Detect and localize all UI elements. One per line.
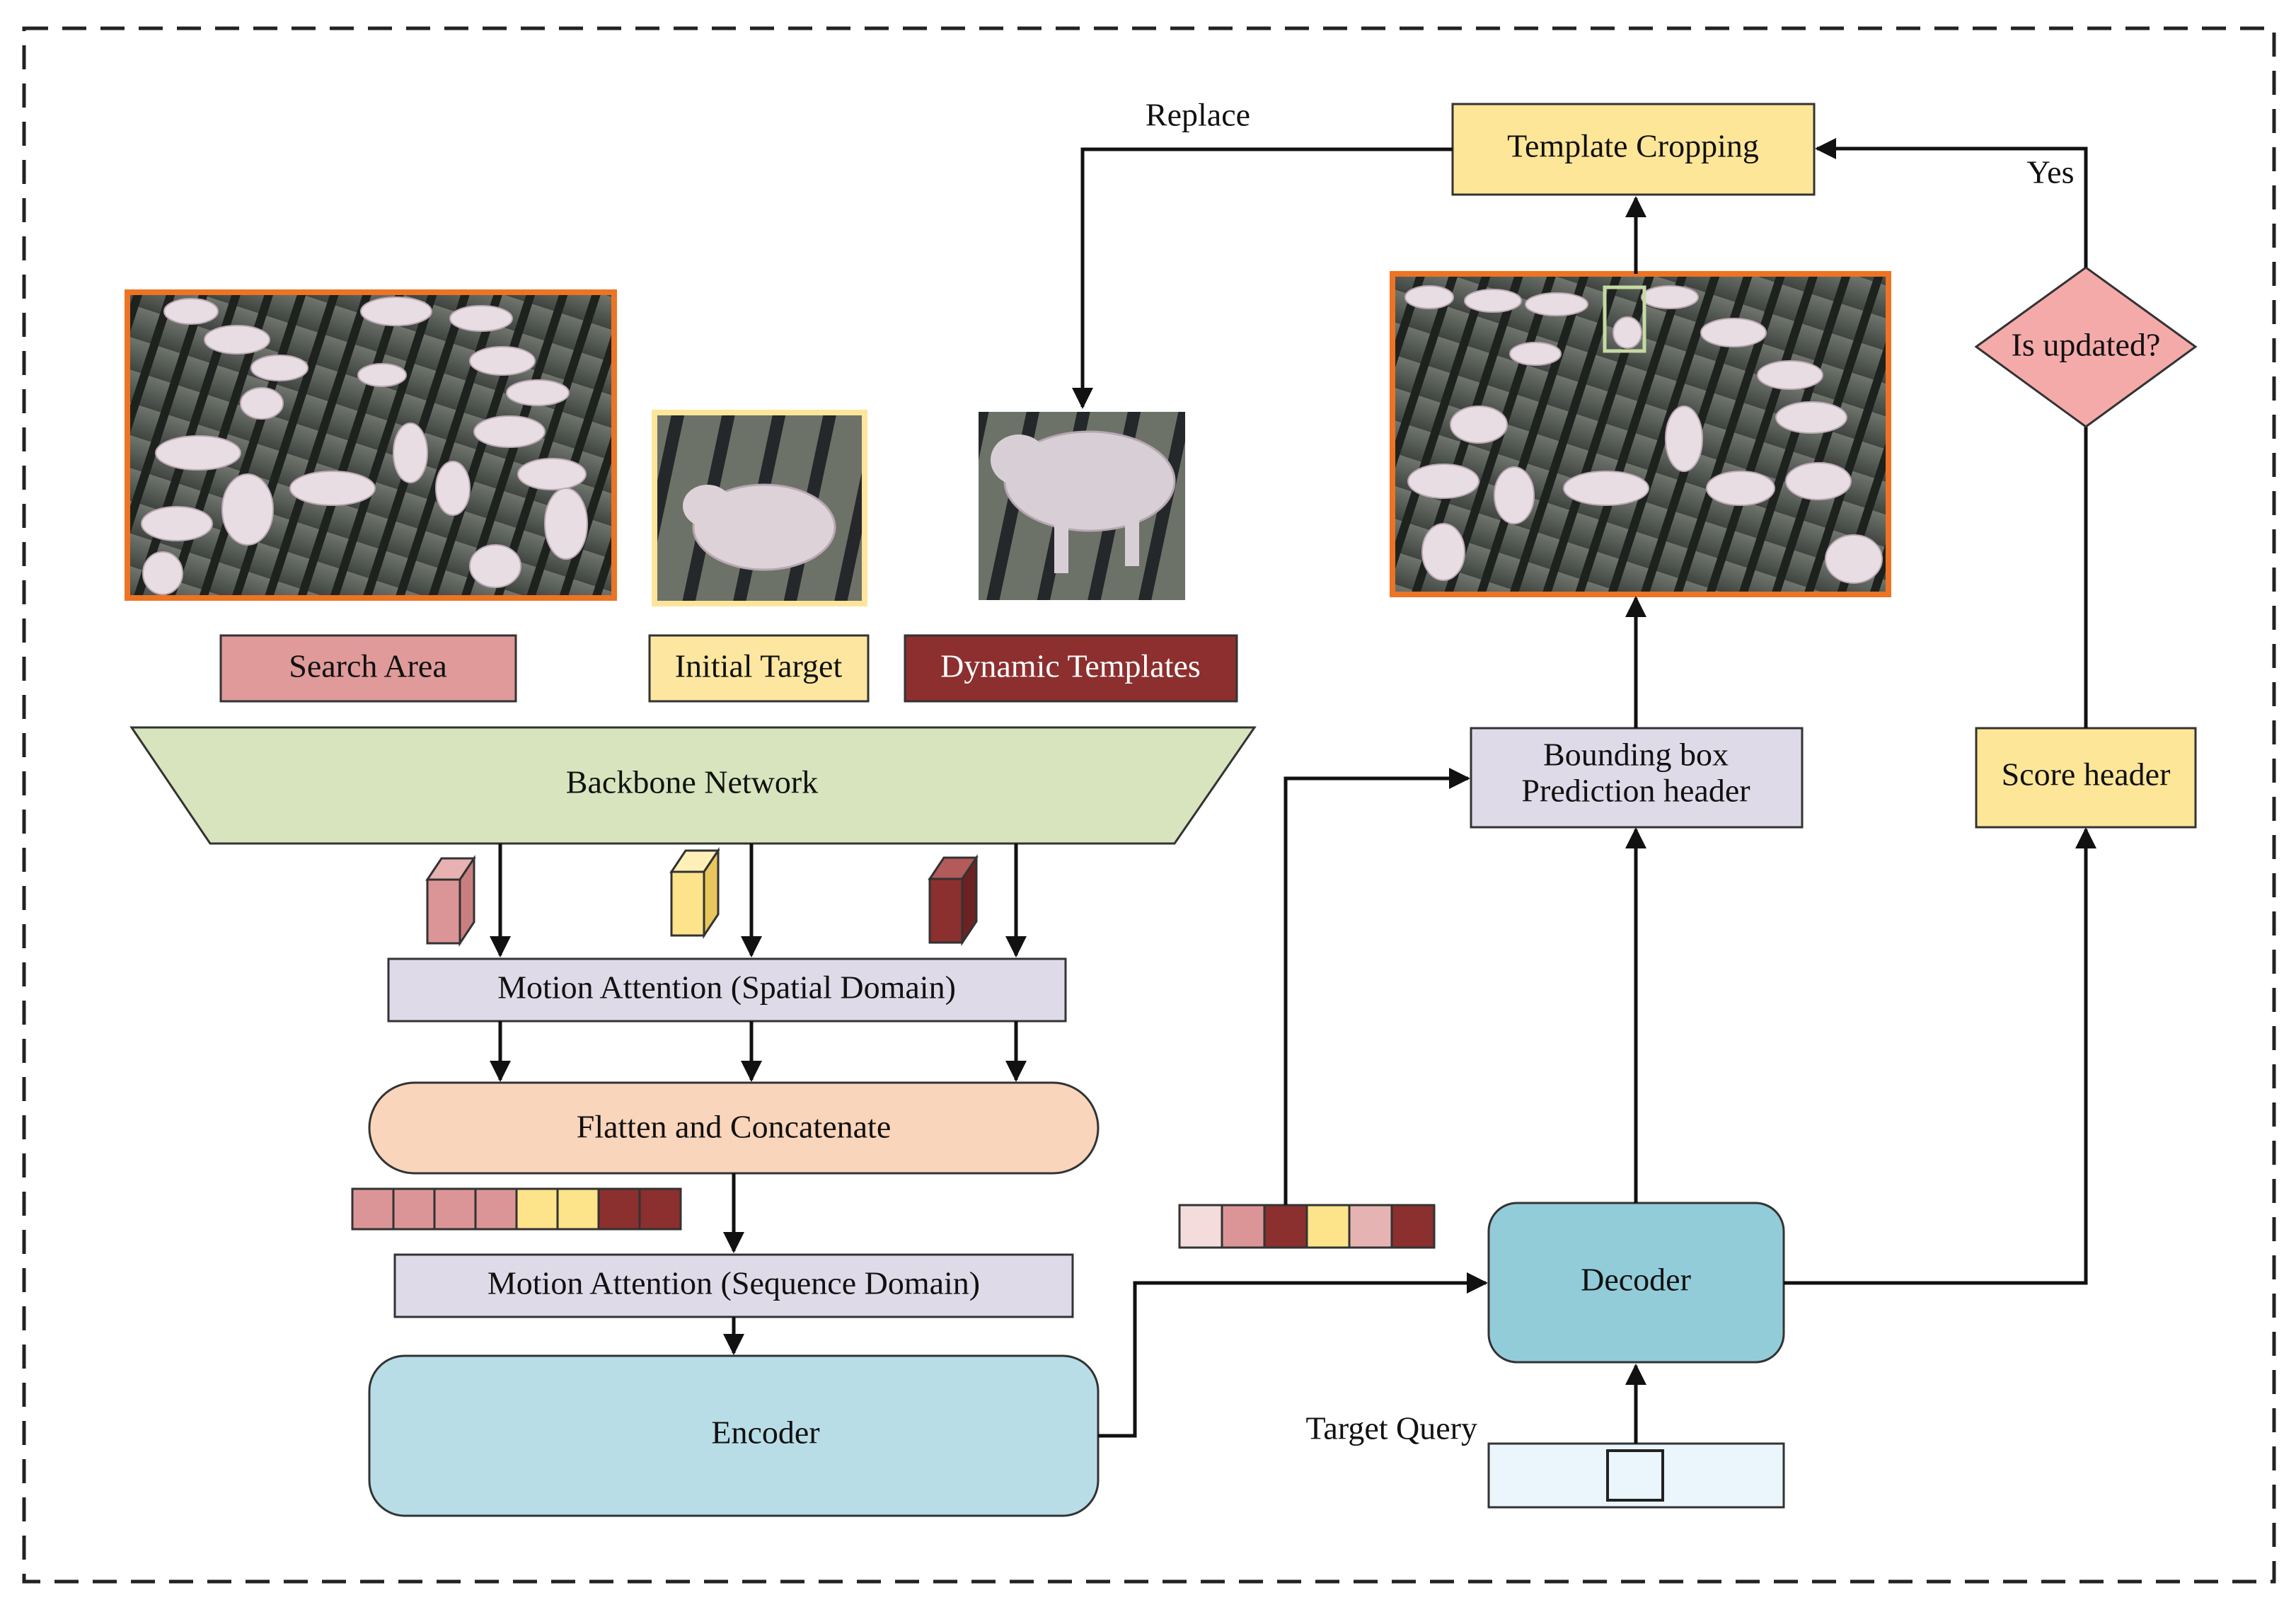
template-cropping-label: Template Cropping <box>1507 128 1759 164</box>
motion-attention-sequence-label: Motion Attention (Sequence Domain) <box>488 1265 980 1301</box>
motion-attention-sequence-block: Motion Attention (Sequence Domain) <box>393 1253 1074 1318</box>
token-yellow <box>556 1187 600 1231</box>
yes-label: Yes <box>2027 154 2075 190</box>
score-header-label: Score header <box>2002 756 2171 793</box>
target-query-block <box>1487 1442 1785 1509</box>
search-area-label-box: Search Area <box>219 634 517 703</box>
encoder-block: Encoder <box>368 1354 1100 1517</box>
score-header-block: Score header <box>1975 727 2197 829</box>
target-query-token <box>1606 1449 1664 1502</box>
decoder-block: Decoder <box>1487 1202 1785 1364</box>
token-yellow <box>1305 1204 1351 1249</box>
search-feature-cube <box>425 855 476 947</box>
motion-attention-spatial-block: Motion Attention (Spatial Domain) <box>387 957 1067 1023</box>
dynamic-template-image <box>979 412 1185 600</box>
token-dark-red <box>1263 1204 1308 1249</box>
flatten-concatenate-block: Flatten and Concatenate <box>368 1081 1100 1175</box>
bbox-header-line1: Bounding box <box>1543 737 1729 773</box>
outer-dashed-frame <box>22 26 2276 1584</box>
encoder-label: Encoder <box>711 1415 819 1451</box>
backbone-network-label: Backbone Network <box>566 764 818 800</box>
token-dark-red <box>1390 1204 1436 1249</box>
dynamic-templates-label: Dynamic Templates <box>940 648 1201 684</box>
bbox-prediction-header-block: Bounding box Prediction header <box>1470 727 1804 829</box>
predicted-bounding-box <box>1603 285 1646 353</box>
initial-target-label-box: Initial Target <box>648 634 870 703</box>
token-pink <box>474 1187 518 1231</box>
flatten-concatenate-label: Flatten and Concatenate <box>577 1109 892 1145</box>
concatenated-token-sequence <box>351 1187 682 1231</box>
token-pink <box>433 1187 477 1231</box>
initial-target-feature-cube <box>669 847 720 939</box>
token-yellow <box>515 1187 559 1231</box>
initial-target-image <box>652 410 867 606</box>
is-updated-decision: Is updated? <box>1974 266 2198 428</box>
search-area-image <box>125 289 617 601</box>
initial-target-label: Initial Target <box>675 648 843 684</box>
decoder-output-token-sequence <box>1178 1204 1436 1249</box>
template-cropping-block: Template Cropping <box>1451 103 1816 196</box>
prediction-result-image <box>1390 271 1891 597</box>
token-mid-pink <box>1348 1204 1393 1249</box>
token-pink <box>351 1187 395 1231</box>
token-light-pink <box>1178 1204 1223 1249</box>
dynamic-template-feature-cube <box>928 854 979 946</box>
token-dark-red <box>597 1187 641 1231</box>
token-dark-red <box>638 1187 682 1231</box>
bbox-header-line2: Prediction header <box>1521 773 1750 809</box>
token-pink <box>1221 1204 1266 1249</box>
target-query-label: Target Query <box>1306 1410 1477 1446</box>
dynamic-templates-label-box: Dynamic Templates <box>904 634 1238 703</box>
motion-attention-spatial-label: Motion Attention (Spatial Domain) <box>497 969 956 1006</box>
is-updated-label: Is updated? <box>2012 327 2161 363</box>
search-area-label: Search Area <box>289 648 447 684</box>
decoder-label: Decoder <box>1581 1262 1691 1298</box>
backbone-network-block: Backbone Network <box>129 726 1257 845</box>
token-pink <box>392 1187 436 1231</box>
replace-label: Replace <box>1146 97 1250 133</box>
